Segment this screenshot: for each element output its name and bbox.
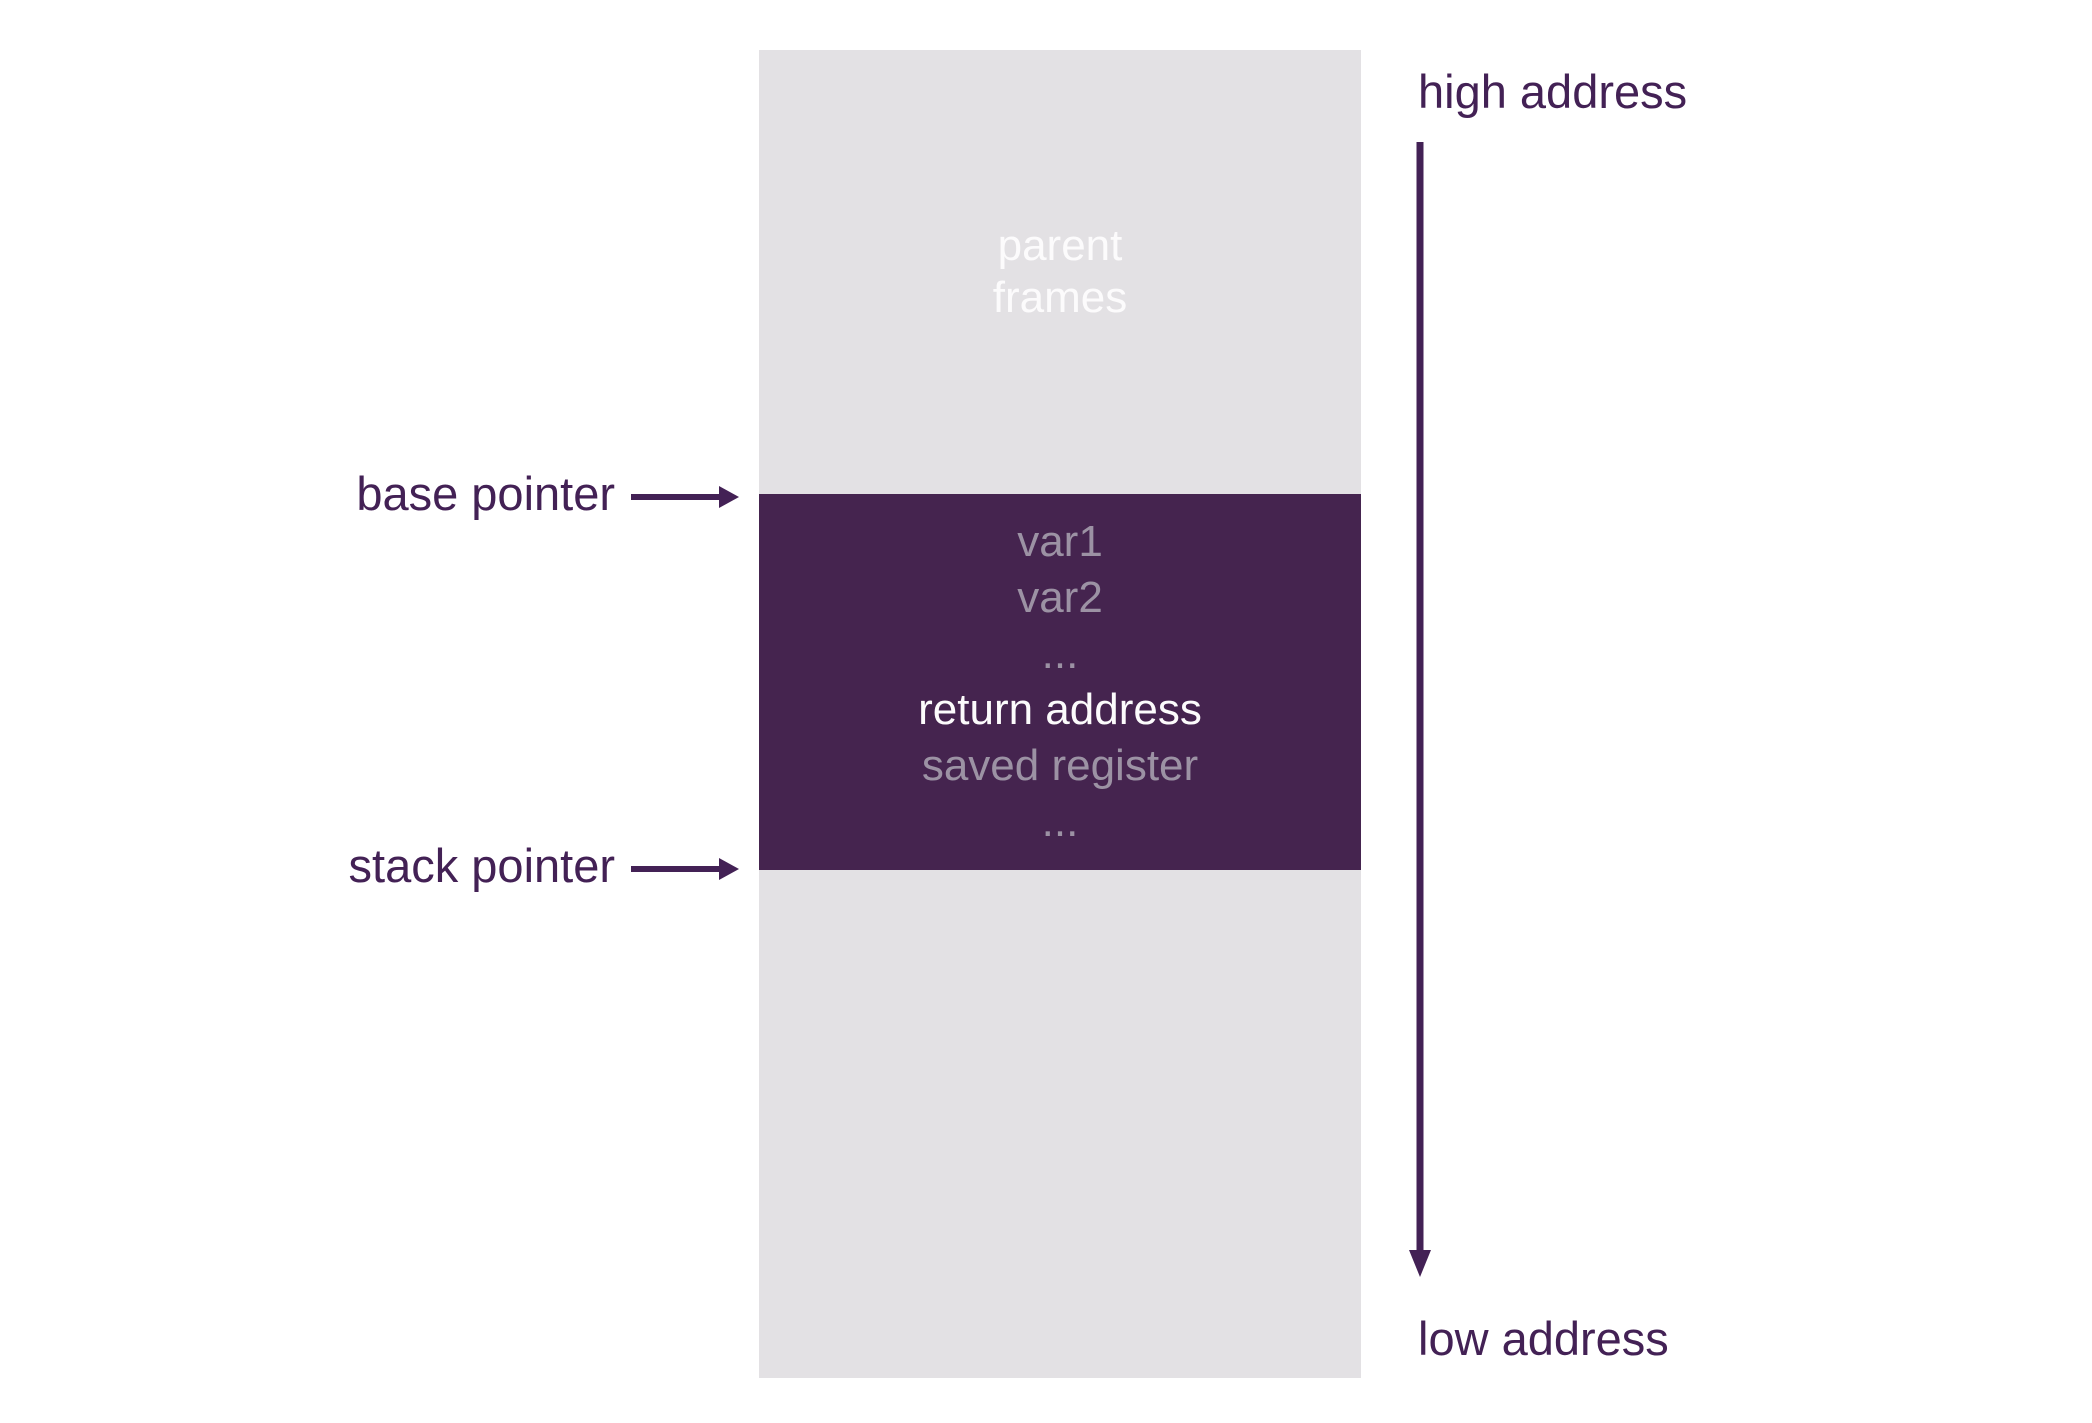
address-direction-arrow-icon (1409, 142, 1431, 1277)
base-pointer-label: base pointer (356, 467, 615, 520)
frame-row: ... (1041, 797, 1079, 846)
stack-pointer-label: stack pointer (348, 839, 615, 892)
base-pointer-arrow-icon (631, 486, 739, 508)
frame-row: var2 (1017, 573, 1103, 622)
frame-row: return address (918, 685, 1202, 734)
frame-row: var1 (1017, 517, 1103, 566)
parent-frames-label-line2: frames (992, 273, 1128, 322)
high-address-label: high address (1418, 65, 1688, 118)
current-frame-region: var1 var2... return address saved register.… (759, 494, 1361, 870)
parent-frames-region: parent frames (759, 50, 1361, 494)
low-address-label: low address (1418, 1312, 1669, 1365)
frame-row: saved register (921, 741, 1199, 790)
frame-row: ... (1041, 629, 1079, 678)
stack-pointer-arrow-icon (631, 858, 739, 880)
parent-frames-label-line1: parent (997, 221, 1123, 270)
